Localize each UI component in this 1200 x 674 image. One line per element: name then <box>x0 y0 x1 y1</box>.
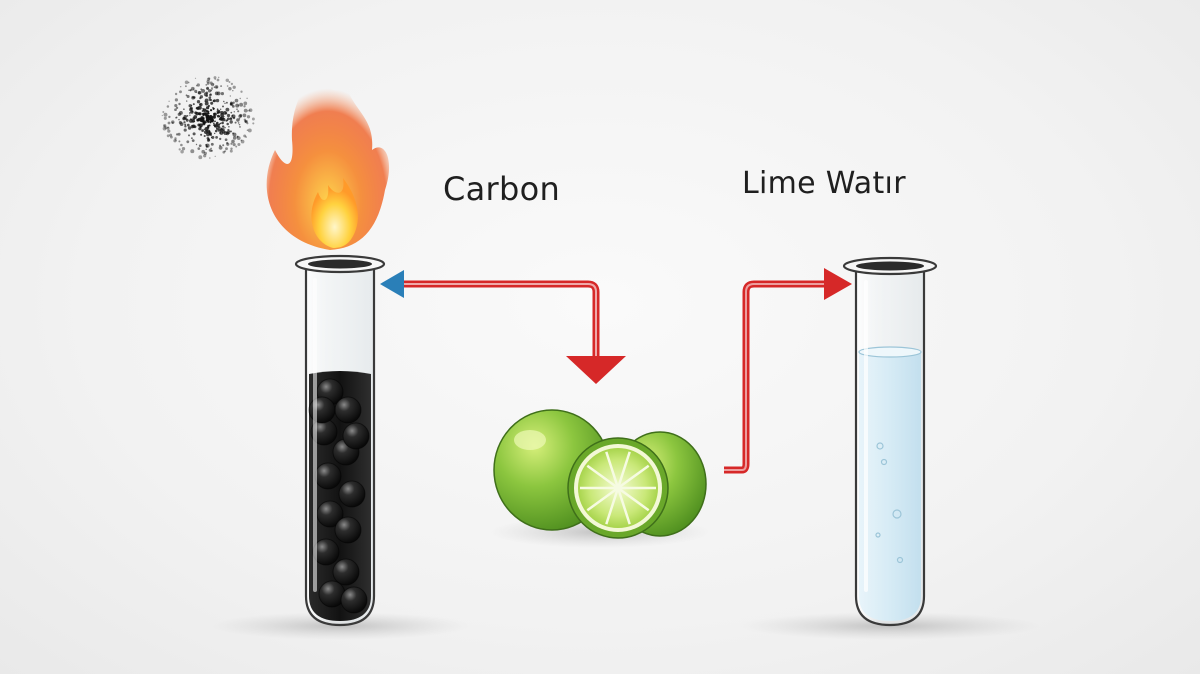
flame-icon <box>266 60 390 250</box>
test-tube-lime-water-icon <box>842 256 938 627</box>
test-tube-with-carbon-icon <box>294 254 386 627</box>
lime-fruit-icon <box>493 409 707 539</box>
lime-water-label: Lime Watır <box>742 166 906 201</box>
arrow-carbon-to-lime <box>380 270 626 384</box>
arrow-lime-to-limewater <box>724 268 852 474</box>
carbon-label: Carbon <box>443 170 561 208</box>
soot-particles-icon <box>161 76 255 160</box>
